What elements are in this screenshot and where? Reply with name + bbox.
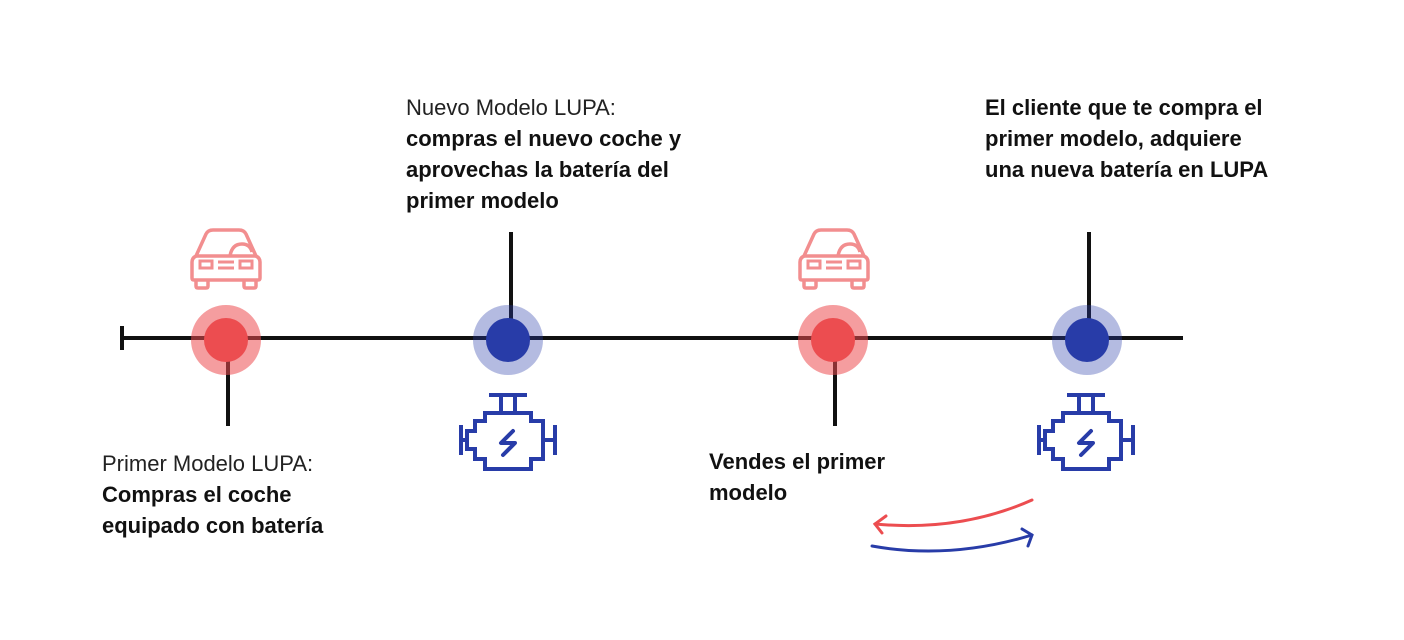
event-title: Primer Modelo LUPA: [102, 451, 314, 476]
node-blue-1 [473, 305, 543, 375]
event-label-3: Vendes el primer modelo [709, 446, 885, 508]
node-red-1 [191, 305, 261, 375]
event-line: una nueva batería en LUPA [985, 157, 1269, 182]
event-label-2: Nuevo Modelo LUPA: compras el nuevo coch… [406, 92, 681, 216]
event-line: El cliente que te compra el [985, 95, 1263, 120]
car-icon [190, 228, 262, 290]
event-line: equipado con batería [102, 513, 324, 538]
event-line: Compras el coche [102, 482, 292, 507]
event-label-1: Primer Modelo LUPA: Compras el coche equ… [102, 448, 323, 541]
event-label-4: El cliente que te compra el primer model… [985, 92, 1268, 185]
arrow-right-blue [870, 527, 1034, 553]
engine-battery-icon [459, 393, 557, 471]
node-red-2 [798, 305, 868, 375]
event-line: aprovechas la batería del [406, 157, 669, 182]
event-title: Nuevo Modelo LUPA: [406, 95, 616, 120]
event-line: Vendes el primer [709, 449, 886, 474]
car-icon [798, 228, 870, 290]
event-line: primer modelo, adquiere [985, 126, 1242, 151]
node-blue-2 [1052, 305, 1122, 375]
engine-battery-icon [1037, 393, 1135, 471]
event-line: modelo [709, 480, 788, 505]
event-line: compras el nuevo coche y [406, 126, 682, 151]
arrow-left-red [872, 498, 1034, 535]
event-line: primer modelo [406, 188, 559, 213]
